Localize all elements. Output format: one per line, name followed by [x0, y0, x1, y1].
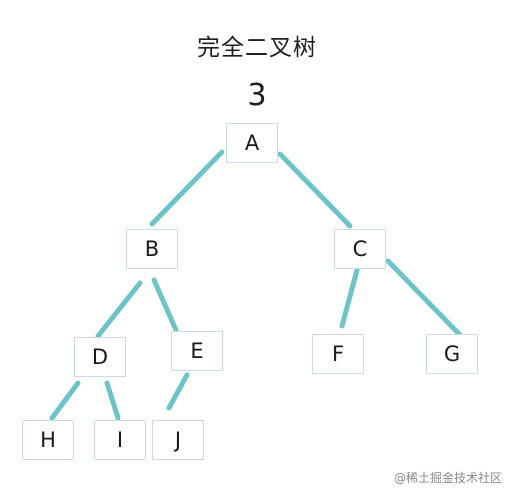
edge-d-i [104, 380, 121, 421]
tree-node-c: C [334, 229, 386, 269]
diagram-number: 3 [247, 78, 267, 113]
tree-node-i: I [94, 420, 146, 460]
edge-e-j [166, 372, 190, 411]
watermark: @稀土掘金技术社区 [393, 471, 502, 485]
tree-node-h: H [22, 420, 74, 460]
tree-node-e: E [171, 331, 223, 371]
edge-c-f [339, 267, 360, 329]
diagram-title: 完全二叉树 [197, 35, 317, 61]
tree-node-a: A [226, 123, 278, 163]
edge-a-b [149, 149, 225, 227]
edge-b-e [151, 277, 179, 333]
edge-d-h [49, 380, 81, 421]
tree-node-g: G [426, 334, 478, 374]
tree-node-b: B [126, 229, 178, 269]
edge-b-d [95, 280, 143, 339]
tree-node-j: J [152, 420, 204, 460]
edge-a-c [277, 151, 353, 229]
tree-node-d: D [74, 337, 126, 377]
edge-c-g [385, 258, 465, 340]
tree-node-f: F [312, 334, 364, 374]
